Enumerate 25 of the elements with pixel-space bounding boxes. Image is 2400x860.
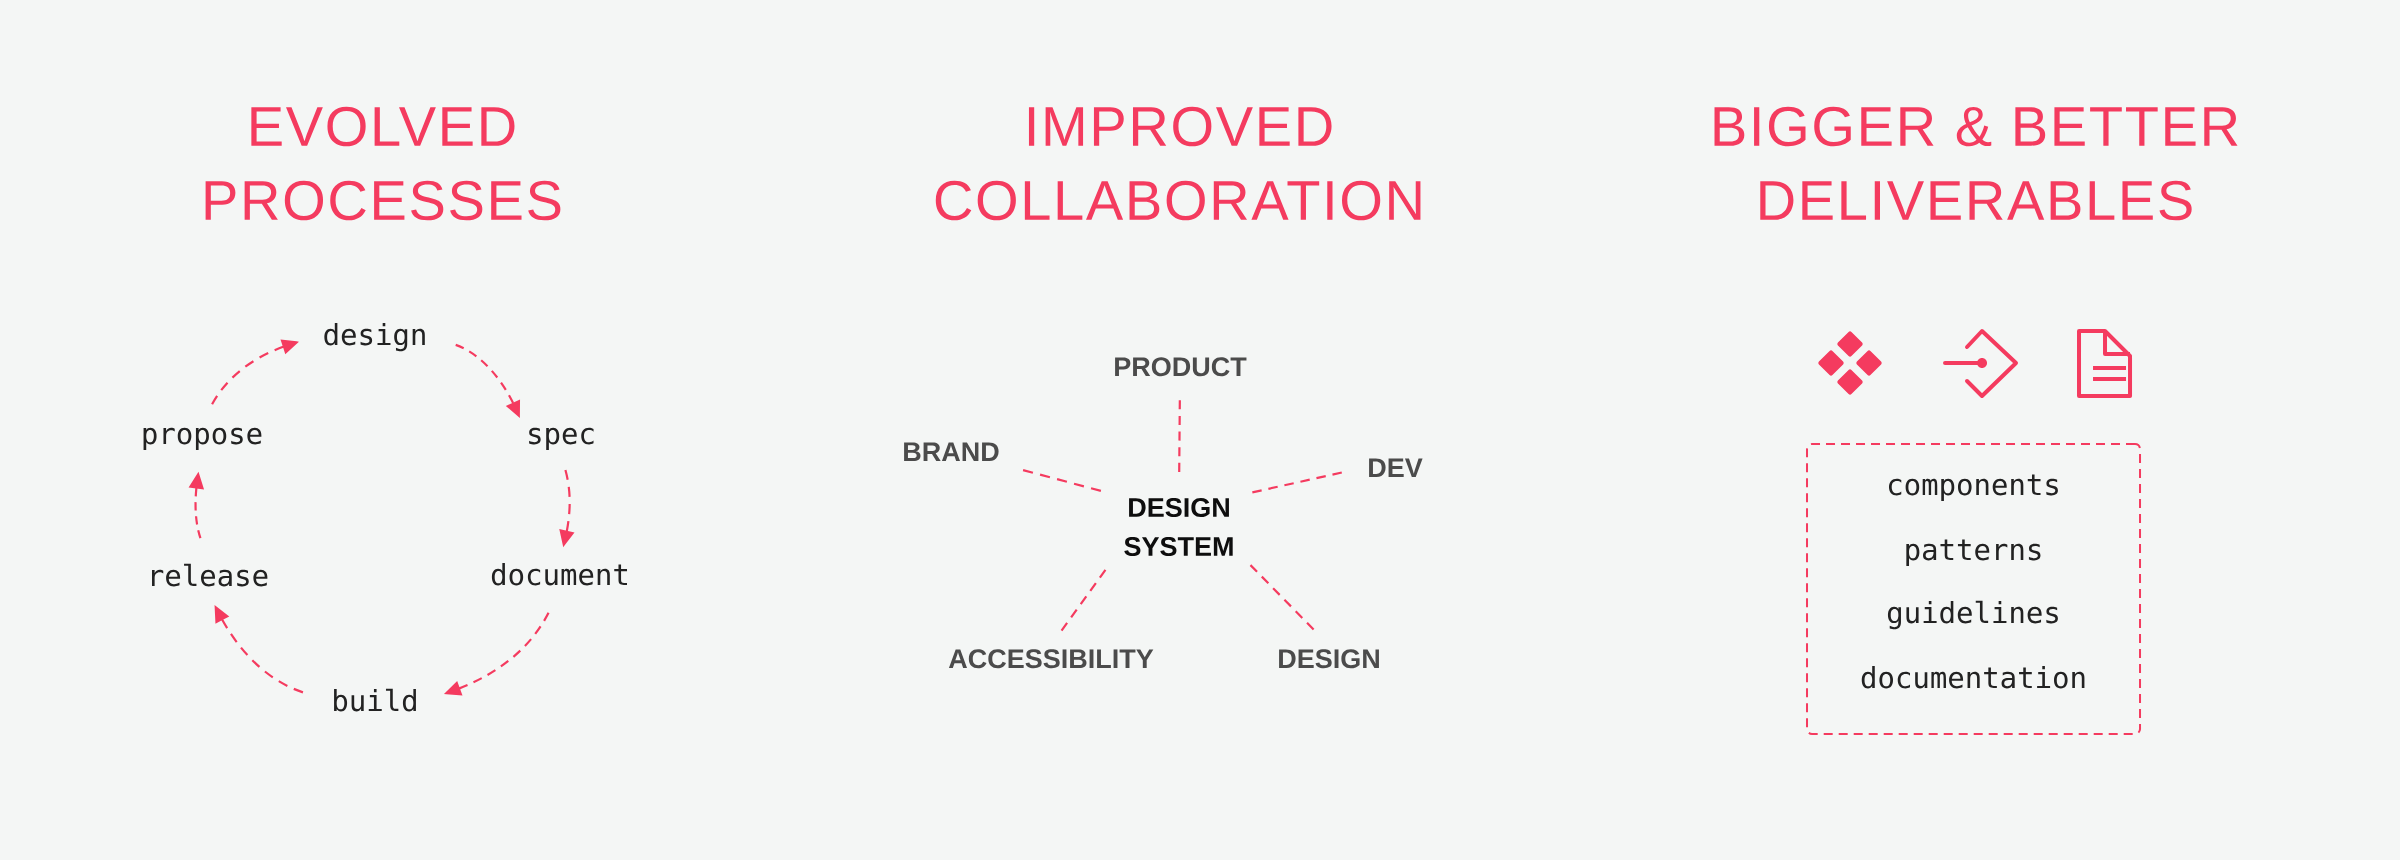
list-item: guidelines <box>1887 600 2058 630</box>
team-label: PRODUCT <box>1115 357 1247 377</box>
connector-line <box>1060 569 1107 632</box>
team-label: BRAND <box>904 442 999 461</box>
step-label: spec <box>529 427 594 450</box>
step-label: propose <box>143 427 262 450</box>
dashed-box <box>1806 443 2141 735</box>
panel-heading: EVOLVED PROCESSES <box>205 106 561 221</box>
step-label: document <box>491 562 627 586</box>
panel-heading: IMPROVED COLLABORATION <box>935 106 1421 221</box>
connector-line <box>1178 400 1181 472</box>
hub-label: DESIGN SYSTEM <box>1124 497 1233 557</box>
list-item: patterns <box>1906 539 2041 566</box>
connector-line <box>1022 469 1102 492</box>
step-label: release <box>152 563 268 587</box>
panel-heading: BIGGER & BETTER DELIVERABLES <box>1714 106 2238 221</box>
connector-line <box>1252 471 1342 494</box>
connector-line <box>1249 564 1315 631</box>
list-item: components <box>1889 474 2058 501</box>
team-label: ACCESSIBILITY <box>948 649 1154 669</box>
team-label: DEV <box>1369 458 1423 477</box>
list-item: documentation <box>1861 665 2085 689</box>
step-label: design <box>324 322 425 352</box>
step-label: build <box>334 688 416 712</box>
team-label: DESIGN <box>1279 649 1379 669</box>
